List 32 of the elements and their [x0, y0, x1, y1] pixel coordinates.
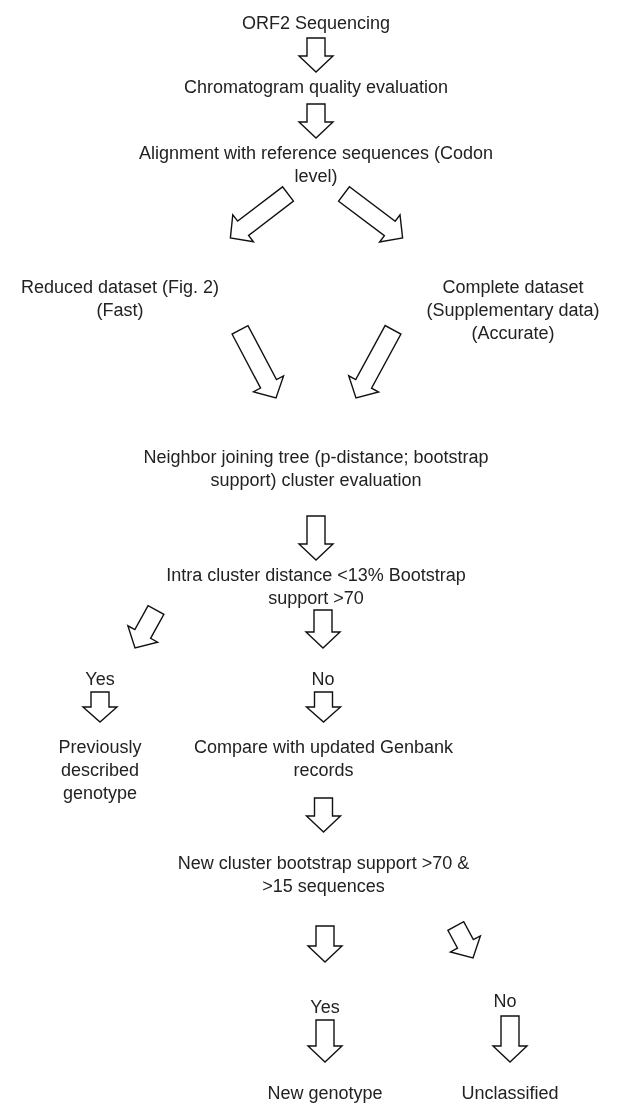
- block-arrow: [304, 609, 342, 649]
- step-text: ORF2 Sequencing: [241, 12, 391, 35]
- block-arrow: [231, 324, 285, 399]
- step-text: No: [311, 668, 335, 691]
- step-text: Yes: [310, 996, 340, 1019]
- step-text: Reduced dataset (Fig. 2) (Fast): [20, 276, 220, 322]
- step-text: Previously described genotype: [57, 736, 143, 805]
- step-text: Alignment with reference sequences (Codon level): [137, 142, 495, 188]
- block-arrow: [297, 515, 335, 561]
- block-arrow: [81, 691, 119, 723]
- step-text: Compare with updated Genbank records: [192, 736, 455, 782]
- step-text: Chromatogram quality evaluation: [183, 76, 449, 99]
- block-arrow: [306, 925, 344, 963]
- block-arrow: [297, 103, 335, 139]
- block-arrow: [337, 185, 404, 243]
- block-arrow: [126, 604, 165, 649]
- step-text: Complete dataset (Supplementary data) (Accurate): [425, 276, 601, 345]
- step-text: No: [493, 990, 517, 1013]
- block-arrow: [304, 691, 343, 723]
- block-arrow: [306, 1019, 344, 1063]
- step-text: Neighbor joining tree (p-distance; bootstrap support) cluster evaluation: [142, 446, 490, 492]
- block-arrow: [491, 1015, 529, 1063]
- step-text: New genotype: [267, 1082, 383, 1105]
- block-arrow: [304, 797, 343, 833]
- block-arrow: [229, 185, 295, 243]
- step-text: Intra cluster distance <13% Bootstrap support >70: [165, 564, 467, 610]
- block-arrow: [347, 324, 402, 399]
- block-arrow: [446, 920, 482, 959]
- step-text: New cluster bootstrap support >70 & >15 sequences: [176, 852, 471, 898]
- step-text: Unclassified: [461, 1082, 559, 1105]
- block-arrow: [297, 37, 335, 73]
- step-text: Yes: [85, 668, 115, 691]
